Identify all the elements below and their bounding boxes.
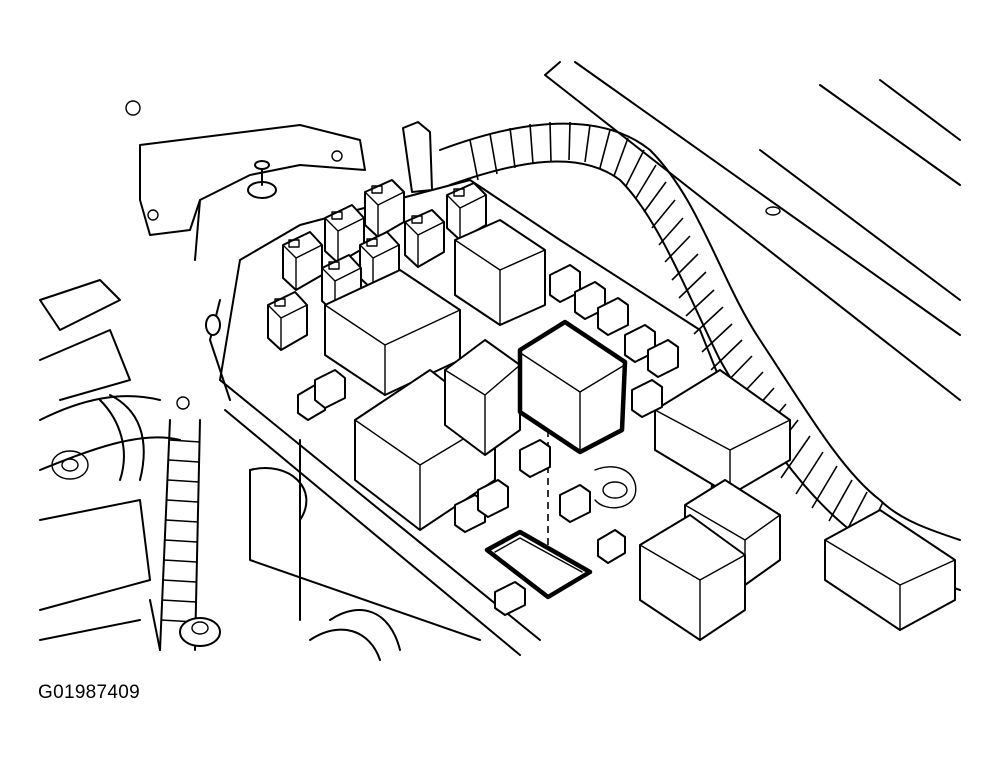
terminal	[477, 479, 509, 518]
relay	[639, 514, 746, 641]
fuse-box	[149, 179, 721, 661]
terminal	[597, 297, 629, 336]
hood-panel	[544, 61, 961, 401]
terminal-set	[297, 264, 679, 616]
terminal	[647, 339, 679, 378]
relay	[454, 219, 546, 326]
highlighted-relay	[484, 319, 628, 600]
terminal	[631, 379, 663, 418]
relay-set	[324, 219, 956, 641]
fuse	[364, 179, 405, 238]
wiring-harness-left	[39, 279, 231, 651]
terminal	[519, 439, 551, 478]
relay	[824, 509, 956, 631]
relay	[444, 339, 521, 456]
terminal	[559, 484, 591, 523]
mounting-bracket	[125, 100, 366, 261]
fuse	[324, 204, 365, 264]
fuse	[404, 209, 445, 268]
figure-code-label: G01987409	[38, 682, 141, 703]
fuse	[446, 182, 487, 241]
terminal	[314, 369, 346, 409]
fuse	[267, 291, 308, 351]
terminal	[597, 529, 626, 564]
relay	[324, 269, 461, 396]
fuse	[282, 231, 323, 291]
terminal	[494, 581, 526, 616]
relay	[654, 369, 791, 496]
